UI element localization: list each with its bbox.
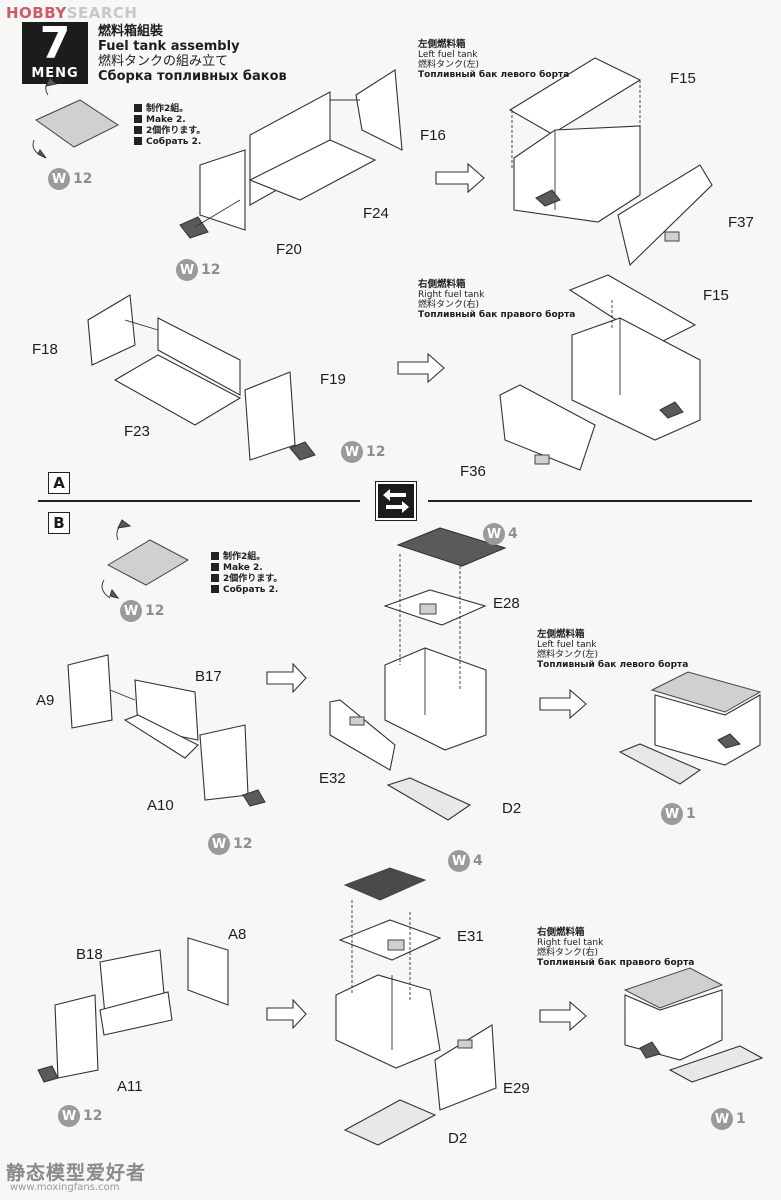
part-label: E28 <box>493 595 520 612</box>
right-arrow-icon-3 <box>266 662 307 694</box>
rotate-sheet-a <box>32 77 119 159</box>
part-label: F19 <box>320 371 346 388</box>
section-label-b: B <box>48 512 70 534</box>
title-ja: 燃料タンクの組み立て <box>98 54 229 69</box>
part-label: F36 <box>460 463 486 480</box>
part-label: F20 <box>276 241 302 258</box>
swap-arrows-icon <box>375 481 417 521</box>
b-left-tank-assembled <box>618 671 762 785</box>
left-tank-assembled-top <box>508 57 713 267</box>
right-arrow-icon-4 <box>539 688 587 720</box>
section-label-a: A <box>48 472 70 494</box>
step-brand: MENG <box>31 66 79 81</box>
make-note-b: 制作2組。 Make 2. 2個作ります。 Собрать 2. <box>211 552 282 596</box>
rotate-sheet-b <box>101 519 190 599</box>
right-arrow-icon-5 <box>266 998 307 1030</box>
part-label: B17 <box>195 668 222 685</box>
right-arrow-icon-6 <box>539 1000 587 1032</box>
watermark-hobbysearch: HOBBYSEARCH <box>6 4 138 22</box>
part-label: F15 <box>703 287 729 304</box>
title-ru: Сборка топливных баков <box>98 69 287 84</box>
step-number: 7 <box>39 18 71 69</box>
part-label: A11 <box>117 1078 143 1095</box>
part-label: A10 <box>147 797 174 814</box>
part-label: E32 <box>319 770 346 787</box>
b-right-tank-assembled <box>623 967 764 1083</box>
part-label: F24 <box>363 205 389 222</box>
step-number-badge: 7 MENG <box>22 18 88 84</box>
part-label: D2 <box>502 800 522 817</box>
right-arrow-icon-2 <box>397 352 445 384</box>
f-parts-left-top <box>179 69 403 239</box>
part-label: D2 <box>448 1130 468 1147</box>
b-parts-left <box>67 654 266 807</box>
b-exploded-right <box>335 867 497 1146</box>
part-label: A8 <box>228 926 247 943</box>
section-divider-left <box>38 500 360 502</box>
section-divider-right <box>428 500 752 502</box>
part-label: E31 <box>457 928 484 945</box>
part-label: E29 <box>503 1080 530 1097</box>
make-note-a: 制作2組。 Make 2. 2個作ります。 Собрать 2. <box>134 104 205 148</box>
right-tank-assembled <box>499 274 701 471</box>
part-label: F23 <box>124 423 150 440</box>
part-label: F37 <box>728 214 754 231</box>
part-label: F15 <box>670 70 696 87</box>
b-exploded-left <box>329 527 507 821</box>
step-title: 燃料箱組裝 Fuel tank assembly 燃料タンクの組み立て Сбор… <box>98 24 287 84</box>
part-label: F18 <box>32 341 58 358</box>
part-label: F16 <box>420 127 446 144</box>
watermark-url: www.moxingfans.com <box>10 1182 120 1193</box>
watermark-moxingfans: 静态模型爱好者 <box>6 1162 147 1184</box>
part-label: A9 <box>36 692 55 709</box>
b-parts-right <box>37 937 229 1083</box>
title-en: Fuel tank assembly <box>98 39 240 54</box>
f-parts-right <box>87 294 316 461</box>
right-arrow-icon <box>435 162 485 194</box>
title-zh: 燃料箱組裝 <box>98 24 164 39</box>
swap-arrows-glyph <box>383 489 409 513</box>
part-label: B18 <box>76 946 103 963</box>
